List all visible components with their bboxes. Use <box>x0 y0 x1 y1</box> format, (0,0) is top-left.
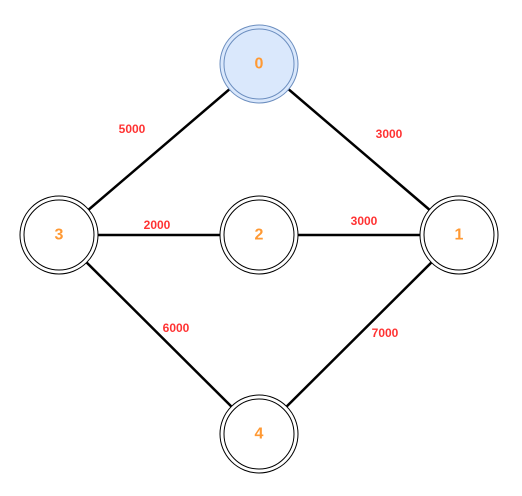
edge-weight-label: 5000 <box>119 122 146 136</box>
node-label: 1 <box>455 227 464 244</box>
node-2: 2 <box>219 195 299 275</box>
node-inner-ring <box>23 199 95 271</box>
edge-0-1 <box>258 63 460 236</box>
edge-labels-layer: 5000 3000 2000 3000 6000 7000 <box>119 122 403 340</box>
edge-3-0 <box>58 63 260 236</box>
node-inner-ring <box>223 398 295 470</box>
node-0: 0 <box>219 24 299 104</box>
node-1: 1 <box>419 195 499 275</box>
edge-weight-label: 2000 <box>144 218 171 232</box>
node-label: 2 <box>255 227 264 244</box>
edge-3-4 <box>58 234 260 435</box>
edge-weight-label: 7000 <box>372 326 399 340</box>
nodes-layer: 0 1 2 3 4 <box>19 24 499 474</box>
edge-weight-label: 3000 <box>376 127 403 141</box>
node-4: 4 <box>219 394 299 474</box>
node-3: 3 <box>19 195 99 275</box>
node-label: 3 <box>55 227 64 244</box>
edge-weight-label: 3000 <box>351 214 378 228</box>
edge-weight-label: 6000 <box>163 321 190 335</box>
node-label: 4 <box>255 426 264 443</box>
node-label: 0 <box>255 56 264 73</box>
node-inner-ring <box>423 199 495 271</box>
edge-4-1 <box>258 234 460 435</box>
node-inner-ring <box>223 28 295 100</box>
node-inner-ring <box>223 199 295 271</box>
